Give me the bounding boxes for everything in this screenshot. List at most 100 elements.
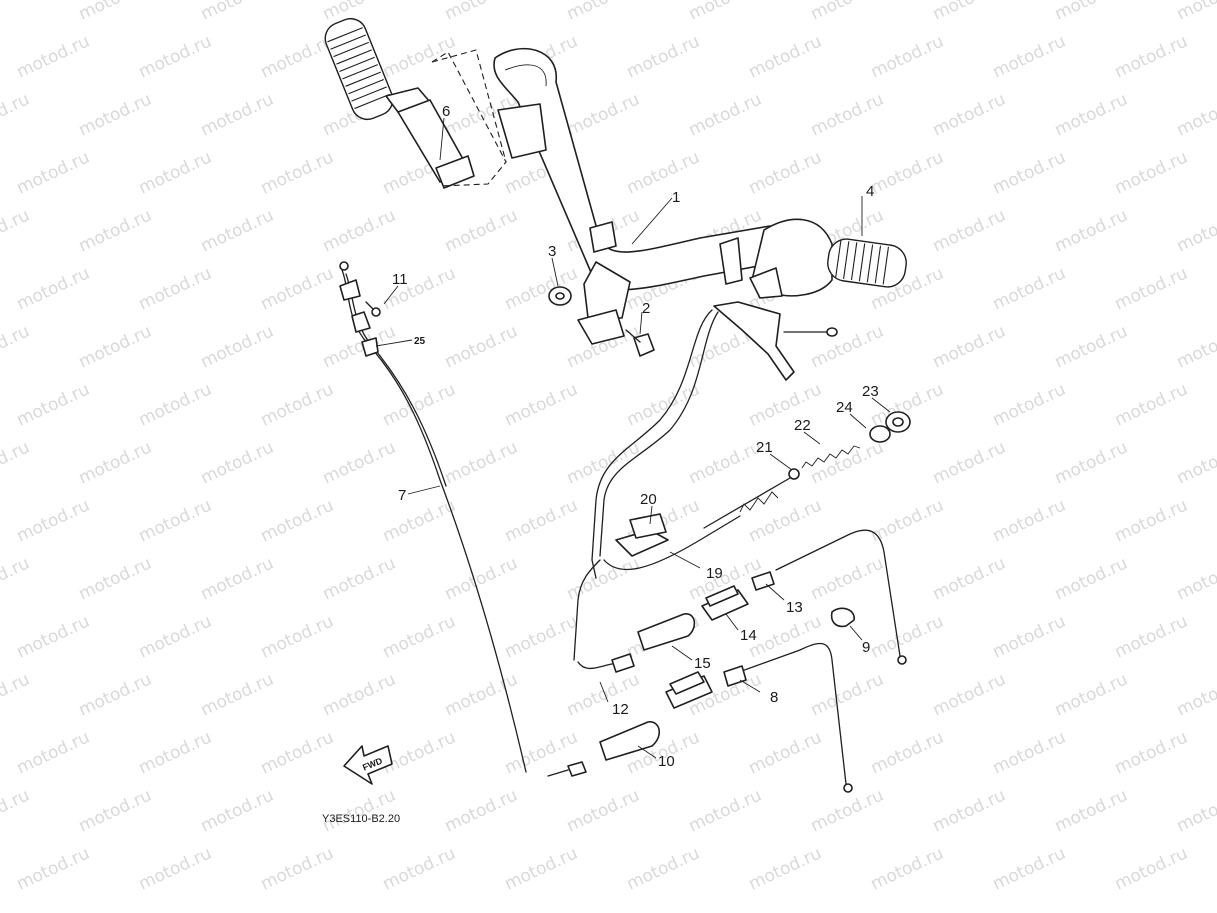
watermark: motod.ru xyxy=(930,669,1009,720)
watermark: motod.ru xyxy=(746,379,825,430)
watermark: motod.ru xyxy=(320,669,399,720)
watermark: motod.ru xyxy=(258,263,337,314)
watermark: motod.ru xyxy=(686,785,765,836)
watermark: motod.ru xyxy=(76,89,155,140)
watermark: motod.ru xyxy=(76,0,155,25)
watermark: motod.ru xyxy=(746,495,825,546)
watermark: motod.ru xyxy=(502,495,581,546)
watermark: motod.ru xyxy=(686,437,765,488)
watermark: motod.ru xyxy=(136,263,215,314)
watermark: motod.ru xyxy=(990,147,1069,198)
callout-14: 14 xyxy=(740,627,757,644)
watermark: motod.ru xyxy=(0,321,33,372)
watermark: motod.ru xyxy=(14,727,93,778)
callout-20: 20 xyxy=(640,491,657,508)
watermark: motod.ru xyxy=(1112,843,1191,894)
watermark: motod.ru xyxy=(198,205,277,256)
watermark: motod.ru xyxy=(136,611,215,662)
callout-22: 22 xyxy=(794,417,811,434)
watermark: motod.ru xyxy=(14,263,93,314)
callout-21: 21 xyxy=(756,439,773,456)
watermark: motod.ru xyxy=(442,553,521,604)
watermark: motod.ru xyxy=(1112,263,1191,314)
watermark: motod.ru xyxy=(14,147,93,198)
watermark: motod.ru xyxy=(320,785,399,836)
watermark: motod.ru xyxy=(1174,205,1217,256)
watermark: motod.ru xyxy=(320,553,399,604)
watermark: motod.ru xyxy=(198,89,277,140)
adjuster-nut xyxy=(869,411,911,443)
watermark: motod.ru xyxy=(198,785,277,836)
watermark: motod.ru xyxy=(990,379,1069,430)
watermark: motod.ru xyxy=(624,379,703,430)
watermark: motod.ru xyxy=(442,437,521,488)
watermark: motod.ru xyxy=(136,843,215,894)
callout-24: 24 xyxy=(836,399,853,416)
watermark: motod.ru xyxy=(930,0,1009,25)
throttle-cable xyxy=(603,445,861,571)
callout-1: 1 xyxy=(672,189,680,206)
watermark: motod.ru xyxy=(1112,495,1191,546)
watermark: motod.ru xyxy=(564,0,643,25)
cable-junctions xyxy=(599,585,855,761)
watermark: motod.ru xyxy=(1174,553,1217,604)
watermark: motod.ru xyxy=(808,553,887,604)
watermark: motod.ru xyxy=(1052,0,1131,25)
watermark: motod.ru xyxy=(442,0,521,25)
callout-4: 4 xyxy=(866,183,874,200)
watermark: motod.ru xyxy=(624,31,703,82)
watermark: motod.ru xyxy=(380,495,459,546)
watermark: motod.ru xyxy=(1052,669,1131,720)
washer xyxy=(548,286,572,306)
watermark: motod.ru xyxy=(930,205,1009,256)
watermark: motod.ru xyxy=(0,553,33,604)
watermark: motod.ru xyxy=(990,727,1069,778)
callout-8: 8 xyxy=(770,689,778,706)
callout-labels: 1 2 3 4 6 7 8 9 10 11 12 13 14 15 19 20 … xyxy=(392,103,879,770)
watermark: motod.ru xyxy=(136,495,215,546)
watermark: motod.ru xyxy=(1174,89,1217,140)
watermark: motod.ru xyxy=(624,147,703,198)
watermark: motod.ru xyxy=(1052,437,1131,488)
watermark: motod.ru xyxy=(380,727,459,778)
watermark: motod.ru xyxy=(808,89,887,140)
watermark: motod.ru xyxy=(808,321,887,372)
watermark: motod.ru xyxy=(136,31,215,82)
watermark: motod.ru xyxy=(502,379,581,430)
watermark: motod.ru xyxy=(258,495,337,546)
watermark: motod.ru xyxy=(930,89,1009,140)
watermark: motod.ru xyxy=(258,843,337,894)
callout-23: 23 xyxy=(862,383,879,400)
carburetor-cables xyxy=(547,529,907,793)
forward-arrow: FWD xyxy=(343,745,393,785)
leader-lines xyxy=(375,117,891,759)
watermark: motod.ru xyxy=(930,553,1009,604)
watermark: motod.ru xyxy=(746,31,825,82)
watermark: motod.ru xyxy=(1052,321,1131,372)
watermark: motod.ru xyxy=(198,669,277,720)
callout-2: 2 xyxy=(642,300,650,317)
watermark: motod.ru xyxy=(930,437,1009,488)
watermark: motod.ru xyxy=(1174,0,1217,25)
watermark: motod.ru xyxy=(442,205,521,256)
watermark: motod.ru xyxy=(686,89,765,140)
watermark: motod.ru xyxy=(868,843,947,894)
watermark: motod.ru xyxy=(746,843,825,894)
watermark: motod.ru xyxy=(502,611,581,662)
watermark: motod.ru xyxy=(14,379,93,430)
watermark: motod.ru xyxy=(1052,785,1131,836)
watermark: motod.ru xyxy=(380,843,459,894)
watermark: motod.ru xyxy=(1112,31,1191,82)
watermark: motod.ru xyxy=(808,669,887,720)
watermark: motod.ru xyxy=(442,321,521,372)
watermark: motod.ru xyxy=(442,669,521,720)
watermark: motod.ru xyxy=(990,263,1069,314)
watermark: motod.ru xyxy=(868,727,947,778)
watermark: motod.ru xyxy=(990,843,1069,894)
watermark: motod.ru xyxy=(1174,785,1217,836)
watermark: motod.ru xyxy=(1174,321,1217,372)
watermark: motod.ru xyxy=(564,89,643,140)
watermark: motod.ru xyxy=(0,89,33,140)
